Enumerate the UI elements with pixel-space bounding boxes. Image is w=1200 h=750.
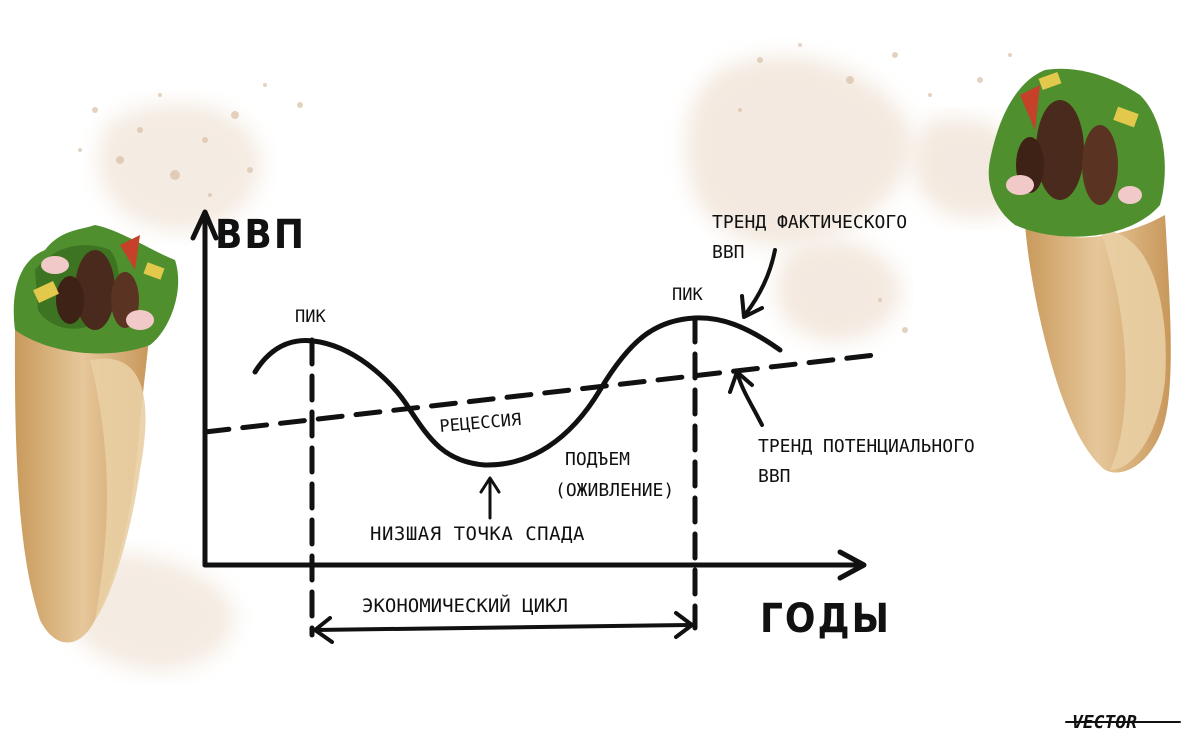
potential-trend-arrow	[728, 370, 764, 427]
y-axis	[190, 209, 219, 568]
trough-arrow	[479, 476, 501, 520]
actual-trend-arrow	[740, 248, 777, 319]
actual-trend-label-line1: ТРЕНД ФАКТИЧЕСКОГО	[712, 212, 907, 233]
shawarma-wrap-right	[988, 68, 1171, 473]
economic-cycle-label: ЭКОНОМИЧЕСКИЙ ЦИКЛ	[362, 594, 568, 617]
potential-gdp-trend-line	[202, 352, 878, 435]
actual-gdp-curve	[252, 315, 783, 468]
economic-cycle-arrow	[313, 611, 694, 644]
trough-label: НИЗШАЯ ТОЧКА СПАДА	[370, 523, 585, 545]
recovery-label-line1: ПОДЪЕМ	[565, 449, 630, 470]
shawarma-wrap-left	[13, 225, 179, 643]
recession-label: РЕЦЕССИЯ	[439, 410, 522, 437]
vector-watermark: VECTOR	[1065, 712, 1181, 733]
peak-left-label: ПИК	[295, 307, 326, 327]
peak-right-label: ПИК	[672, 285, 703, 305]
potential-trend-label-line2: ВВП	[758, 466, 791, 487]
background-splash	[55, 55, 1030, 672]
x-axis	[202, 549, 867, 581]
actual-trend-label-line2: ВВП	[712, 242, 745, 263]
y-axis-label: ВВП	[215, 212, 306, 258]
x-axis-label: ГОДЫ	[760, 596, 891, 642]
recovery-label-line2: (ОЖИВЛЕНИЕ)	[555, 480, 674, 501]
potential-trend-label-line1: ТРЕНД ПОТЕНЦИАЛЬНОГО	[758, 436, 975, 457]
